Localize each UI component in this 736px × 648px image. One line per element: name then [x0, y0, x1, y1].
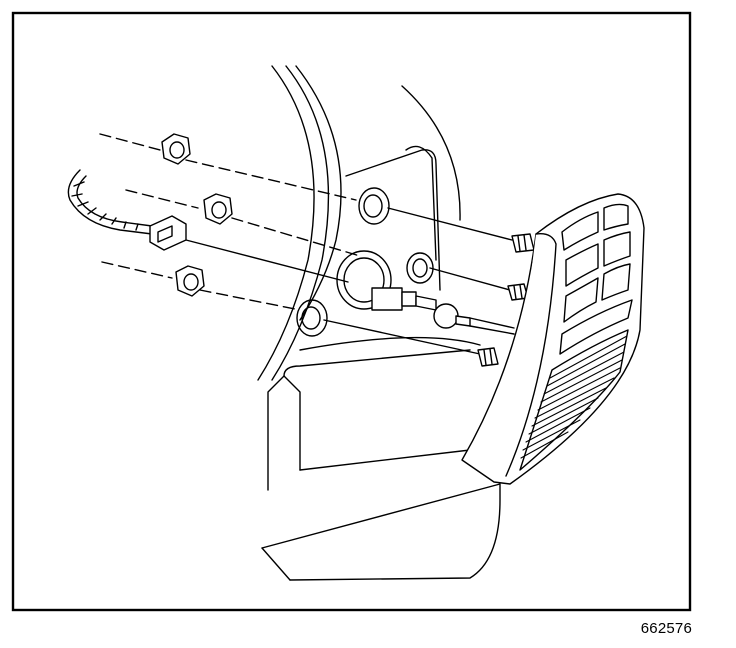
tail-lamp-assembly: [461, 193, 645, 485]
lamp-socket: [371, 287, 515, 335]
mounting-stud: [477, 233, 535, 367]
rear-panel: [261, 149, 501, 581]
alignment-lines: [99, 133, 361, 311]
mounting-nut: [161, 133, 233, 297]
figure-border: [11, 11, 692, 612]
wiring-harness: [67, 169, 153, 235]
grommet: [296, 187, 434, 337]
lamp-socket-opening: [336, 250, 392, 310]
guide-lines: [185, 207, 513, 355]
figure-number: 662576: [640, 620, 692, 637]
harness-connector: [149, 215, 187, 251]
rear-pillar: [257, 65, 461, 381]
